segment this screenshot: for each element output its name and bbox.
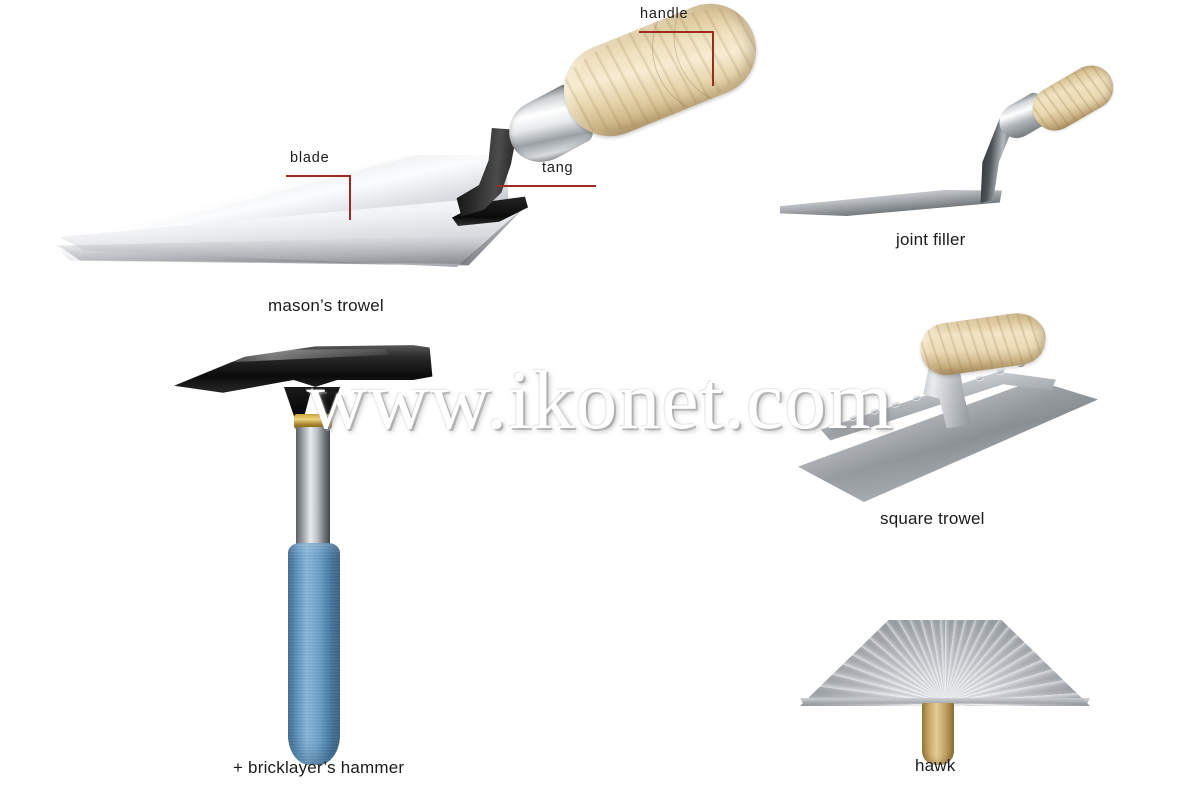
leader-line-blade-vertical	[349, 175, 351, 220]
leader-line-handle-horizontal	[639, 31, 714, 33]
caption-square-trowel: square trowel	[880, 509, 985, 528]
callout-label-blade: blade	[290, 150, 330, 166]
hawk-wooden-grip	[922, 703, 954, 765]
masons-trowel-handle	[550, 0, 770, 151]
leader-line-tang-horizontal	[497, 185, 596, 187]
hammer-brass-collar	[294, 414, 332, 429]
bricklayers-hammer-illustration	[170, 335, 460, 765]
callout-label-handle: handle	[640, 6, 689, 22]
hawk-plate-edge	[800, 698, 1090, 704]
hammer-rubber-grip	[288, 543, 340, 765]
joint-filler-blade	[780, 190, 1002, 216]
joint-filler-illustration	[770, 57, 1122, 270]
caption-hawk: hawk	[915, 756, 956, 775]
leader-line-handle-vertical	[712, 31, 714, 86]
joint-filler-handle	[1024, 57, 1122, 139]
callout-label-tang: tang	[542, 160, 574, 176]
masons-trowel-illustration	[0, 0, 800, 300]
square-trowel-illustration	[790, 309, 1110, 510]
caption-masons-trowel: mason’s trowel	[268, 296, 384, 315]
wood-grain-texture	[1024, 57, 1122, 139]
hawk-illustration	[790, 610, 1100, 770]
hammer-steel-shaft	[296, 427, 330, 555]
hawk-plate	[800, 620, 1090, 706]
caption-bricklayers-hammer: + bricklayer’s hammer	[233, 758, 405, 777]
caption-joint-filler: joint filler	[896, 230, 966, 249]
leader-line-blade-horizontal	[286, 175, 351, 177]
